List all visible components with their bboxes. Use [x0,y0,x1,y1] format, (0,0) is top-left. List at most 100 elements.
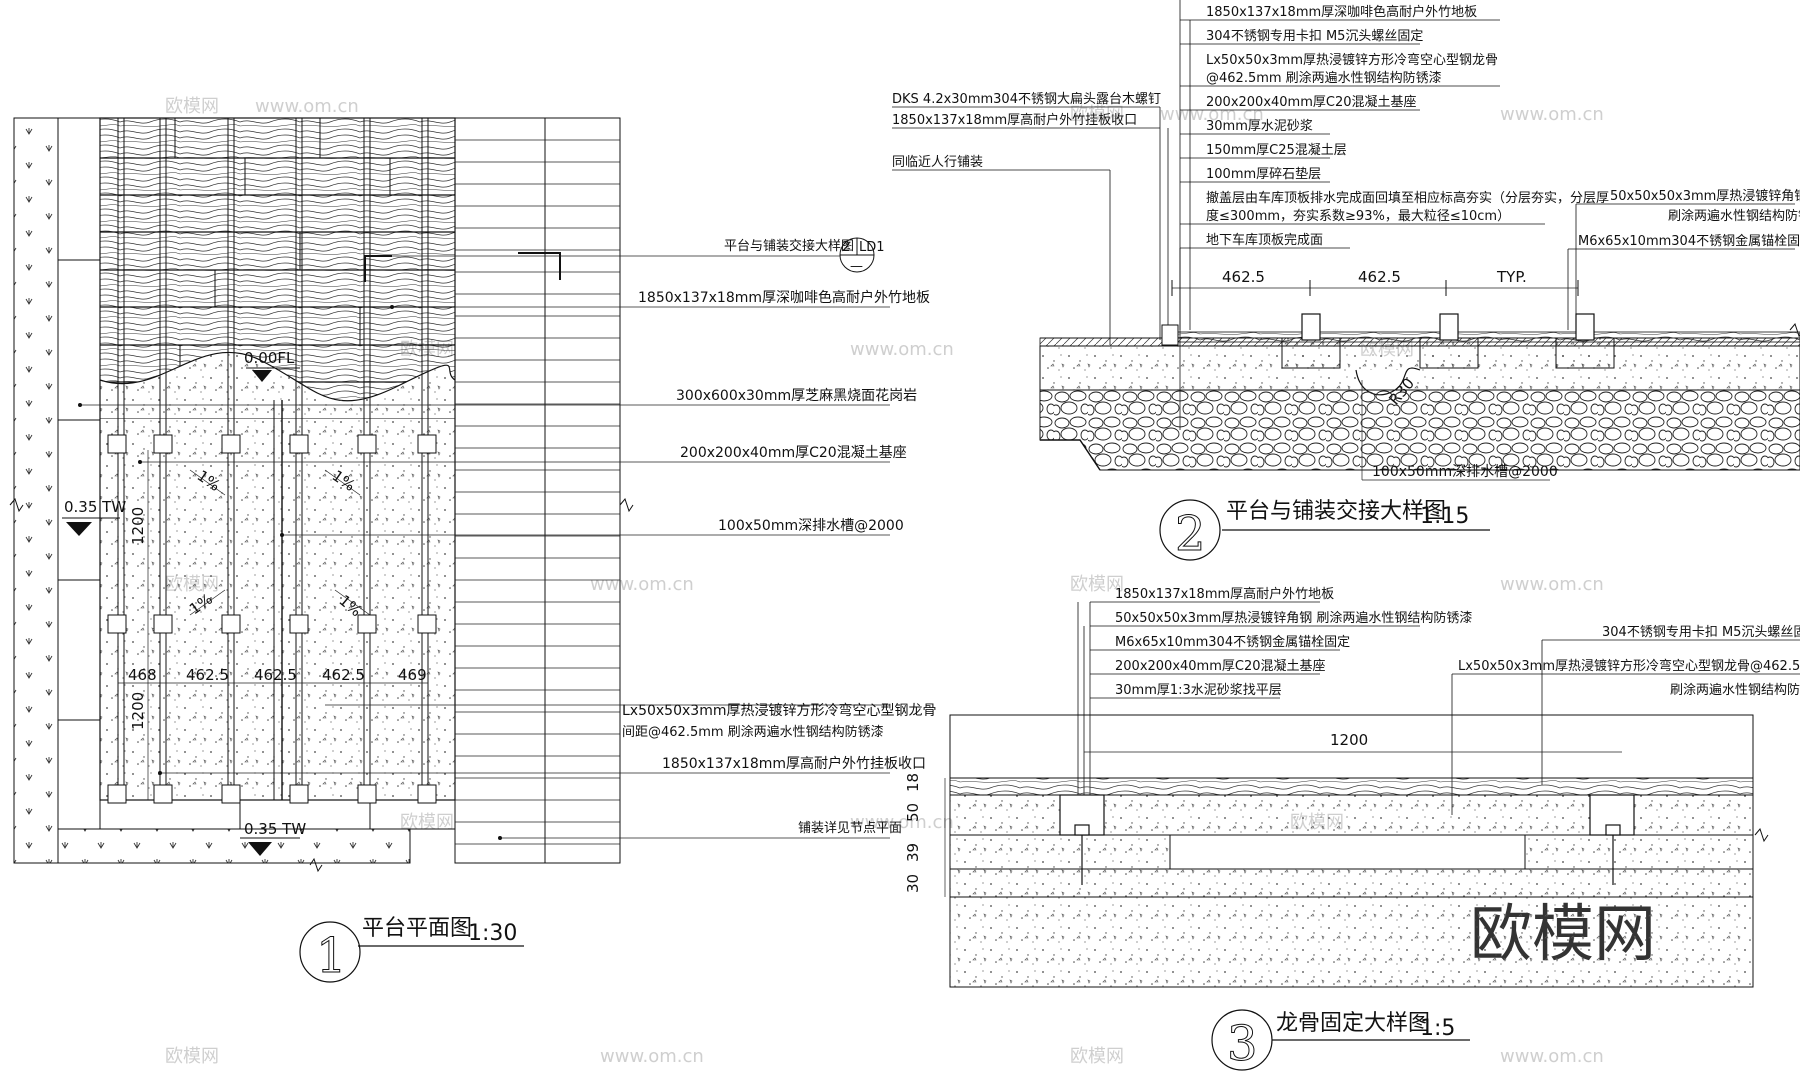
plan-label-paving-note: 铺装详见节点平面 [798,821,902,836]
plan-label-fascia: 1850x137x18mm厚高耐户外竹挂板收口 [662,755,926,772]
svg-text:www.om.cn: www.om.cn [1500,1046,1604,1067]
detail2-title: 平台与铺装交接大样图 [1226,499,1446,524]
svg-text:欧模网: 欧模网 [400,812,454,833]
svg-text:100mm厚碎石垫层: 100mm厚碎石垫层 [1206,166,1321,182]
plan-leaders [78,255,890,840]
svg-text:www.om.cn: www.om.cn [1160,104,1264,125]
svg-text:1850x137x18mm厚高耐户外竹地板: 1850x137x18mm厚高耐户外竹地板 [1115,586,1334,602]
svg-text:0.35 TW: 0.35 TW [64,498,126,516]
svg-text:462.5: 462.5 [322,666,365,684]
svg-text:1: 1 [316,928,347,984]
svg-text:www.om.cn: www.om.cn [600,1046,704,1067]
svg-text:Lx50x50x3mm厚热浸镀锌方形冷弯空心型钢龙骨: Lx50x50x3mm厚热浸镀锌方形冷弯空心型钢龙骨 [1206,52,1498,68]
svg-text:462.5: 462.5 [1222,268,1265,286]
svg-text:1200: 1200 [129,507,147,545]
svg-text:0.00FL: 0.00FL [244,349,295,367]
gravel-layer-2 [1039,389,1800,471]
concrete-pedestals [107,434,437,804]
detail2-drain-label: 100x50mm深排水槽@2000 [1372,464,1558,480]
detail2-title-block: 2 平台与铺装交接大样图 1:15 [1159,499,1490,563]
svg-text:469: 469 [398,666,427,684]
svg-text:50: 50 [904,803,922,822]
svg-text:462.5: 462.5 [186,666,229,684]
detail2-scale: 1:15 [1420,504,1469,529]
svg-text:刷涂两遍水性钢结构防锈漆: 刷涂两遍水性钢结构防锈漆 [1670,682,1800,698]
plan-label-drain: 100x50mm深排水槽@2000 [718,518,904,534]
svg-text:304不锈钢专用卡扣 M5沉头螺丝固定: 304不锈钢专用卡扣 M5沉头螺丝固定 [1602,625,1800,640]
svg-text:M6x65x10mm304不锈钢金属锚栓固定: M6x65x10mm304不锈钢金属锚栓固定 [1115,634,1350,650]
detail3-decking [949,777,1754,796]
svg-text:468: 468 [128,666,157,684]
detail3-title-block: 3 龙骨固定大样图 1:5 [1211,1009,1470,1073]
decking-section [1167,331,1800,343]
svg-text:地下车库顶板完成面: 地下车库顶板完成面 [1206,232,1323,248]
svg-text:150mm厚C25混凝土层: 150mm厚C25混凝土层 [1206,142,1347,158]
section-detail-3: 1850x137x18mm厚高耐户外竹地板 50x50x50x3mm厚热浸镀锌角… [904,586,1800,1073]
svg-text:欧模网: 欧模网 [165,96,219,117]
plan-label-keel-spacing: 间距@462.5mm 刷涂两遍水性钢结构防锈漆 [622,724,884,740]
svg-text:1850x137x18mm厚高耐户外竹挂板收口: 1850x137x18mm厚高耐户外竹挂板收口 [892,112,1137,128]
svg-text:30: 30 [904,874,922,893]
grass-strip-bottom [57,828,411,864]
svg-text:50x50x50x3mm厚热浸镀锌角钢: 50x50x50x3mm厚热浸镀锌角钢 [1610,188,1800,204]
level-mark-left: 0.35 TW [62,498,126,536]
svg-text:3: 3 [1227,1016,1258,1072]
svg-text:30mm厚1:3水泥砂浆找平层: 30mm厚1:3水泥砂浆找平层 [1115,683,1282,698]
svg-text:www.om.cn: www.om.cn [255,96,359,117]
plan-scale: 1:30 [468,921,517,946]
svg-text:刷涂两遍水性钢结构防锈漆: 刷涂两遍水性钢结构防锈漆 [1668,208,1800,224]
svg-text:304不锈钢专用卡扣 M5沉头螺丝固定: 304不锈钢专用卡扣 M5沉头螺丝固定 [1206,29,1423,44]
section-detail-2: 1850x137x18mm厚深咖啡色高耐户外竹地板 304不锈钢专用卡扣 M5沉… [892,0,1800,563]
svg-text:LD1: LD1 [859,240,885,255]
grass-strip-left [13,117,59,864]
plan-label-pedestal: 200x200x40mm厚C20混凝土基座 [680,444,907,461]
anchor-bolts [1074,824,1621,885]
plan-drawing: 1% 1% 1% 1% 0.00FL 0.35 TW 0.35 TW 1200 … [9,117,936,985]
plan-label-granite: 300x600x30mm厚芝麻黑烧面花岗岩 [676,388,917,404]
svg-text:2: 2 [842,240,850,255]
svg-text:30mm厚水泥砂浆: 30mm厚水泥砂浆 [1206,119,1313,134]
svg-text:欧模网: 欧模网 [1070,1046,1124,1067]
plan-title-block: 1 平台平面图 1:30 [299,916,524,985]
svg-text:www.om.cn: www.om.cn [1500,104,1604,125]
plan-title: 平台平面图 [362,916,472,941]
svg-text:欧模网: 欧模网 [1070,574,1124,595]
svg-text:1200: 1200 [129,692,147,730]
svg-text:39: 39 [904,843,922,862]
svg-text:撤盖层由车库顶板排水完成面回填至相应标高夯实（分层夯实，分层: 撤盖层由车库顶板排水完成面回填至相应标高夯实（分层夯实，分层厚 [1206,190,1609,206]
svg-text:@462.5mm 刷涂两遍水性钢结构防锈漆: @462.5mm 刷涂两遍水性钢结构防锈漆 [1206,70,1442,86]
detail3-scale: 1:5 [1420,1016,1455,1041]
detail3-mortar [949,868,1754,898]
concrete-slab [100,400,455,800]
svg-text:0.35 TW: 0.35 TW [244,820,306,838]
svg-text:度≤300mm，夯实系数≥93%，最大粒径≤10cm）: 度≤300mm，夯实系数≥93%，最大粒径≤10cm） [1206,208,1510,224]
svg-text:200x200x40mm厚C20混凝土基座: 200x200x40mm厚C20混凝土基座 [1206,94,1417,110]
svg-text:2: 2 [1175,506,1206,562]
svg-text:462.5: 462.5 [254,666,297,684]
svg-text:TYP.: TYP. [1496,268,1527,286]
plan-label-keel: Lx50x50x3mm厚热浸镀锌方形冷弯空心型钢龙骨 [622,702,936,719]
svg-text:50x50x50x3mm厚热浸镀锌角钢 刷涂两遍水性钢结构: 50x50x50x3mm厚热浸镀锌角钢 刷涂两遍水性钢结构防锈漆 [1115,610,1472,626]
svg-text:www.om.cn: www.om.cn [1500,574,1604,595]
detail-callout-bubble: 2 LD1 — [830,237,885,274]
level-mark-bottom: 0.35 TW [240,820,306,856]
plan-label-callout: 平台与铺装交接大样图 [724,238,854,254]
svg-text:—: — [850,259,863,274]
svg-text:www.om.cn: www.om.cn [590,574,694,595]
svg-text:www.om.cn: www.om.cn [850,812,954,833]
svg-text:M6x65x10mm304不锈钢金属锚栓固定: M6x65x10mm304不锈钢金属锚栓固定 [1578,233,1800,249]
svg-text:DKS 4.2x30mm304不锈钢大扁头露台木螺钉: DKS 4.2x30mm304不锈钢大扁头露台木螺钉 [892,92,1161,107]
plan-label-decking: 1850x137x18mm厚深咖啡色高耐户外竹地板 [638,289,930,306]
level-mark-top: 0.00FL [244,349,300,382]
detail3-slab [949,896,1754,988]
plan-right-board-elevation [454,117,621,864]
svg-text:Lx50x50x3mm厚热浸镀锌方形冷弯空心型钢龙骨@462: Lx50x50x3mm厚热浸镀锌方形冷弯空心型钢龙骨@462.5mm [1458,658,1800,674]
svg-text:欧模网: 欧模网 [165,1046,219,1067]
svg-text:欧模网: 欧模网 [1070,104,1124,125]
svg-text:200x200x40mm厚C20混凝土基座: 200x200x40mm厚C20混凝土基座 [1115,658,1326,674]
svg-text:同临近人行铺装: 同临近人行铺装 [892,155,983,170]
svg-text:1200: 1200 [1330,731,1368,749]
svg-text:18: 18 [904,773,922,792]
paving-edge-left [57,117,101,830]
